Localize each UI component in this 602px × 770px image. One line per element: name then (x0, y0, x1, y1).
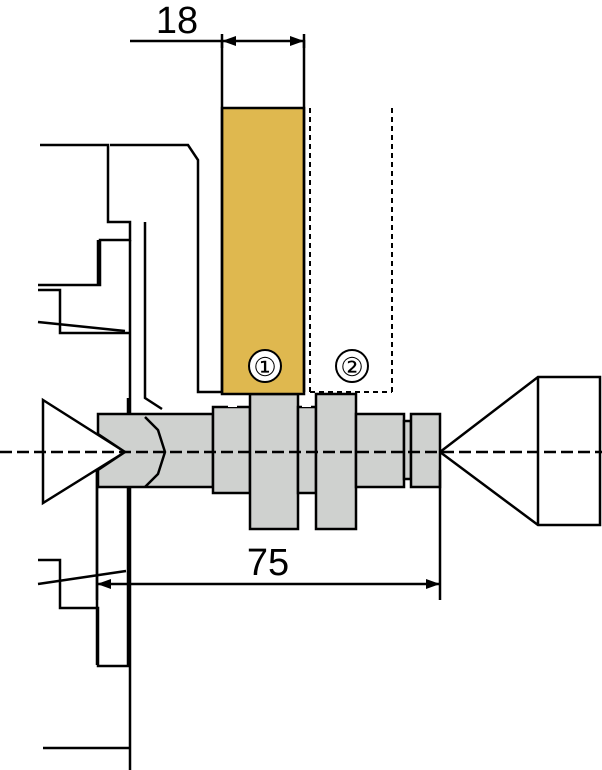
workpiece-shaft (96, 392, 442, 531)
overall-length-label: 75 (247, 542, 289, 584)
position-1-marker: ① (248, 349, 282, 383)
tool-width-dimension (130, 34, 306, 48)
cutting-tool (220, 40, 306, 396)
overall-length-dimension (95, 470, 442, 600)
position-2-label: ② (340, 352, 363, 382)
position-2-marker: ② (335, 349, 369, 383)
tool-width-label: 18 (156, 0, 198, 42)
position-1-label: ① (253, 352, 276, 382)
tool-position-two-outline (309, 108, 393, 393)
